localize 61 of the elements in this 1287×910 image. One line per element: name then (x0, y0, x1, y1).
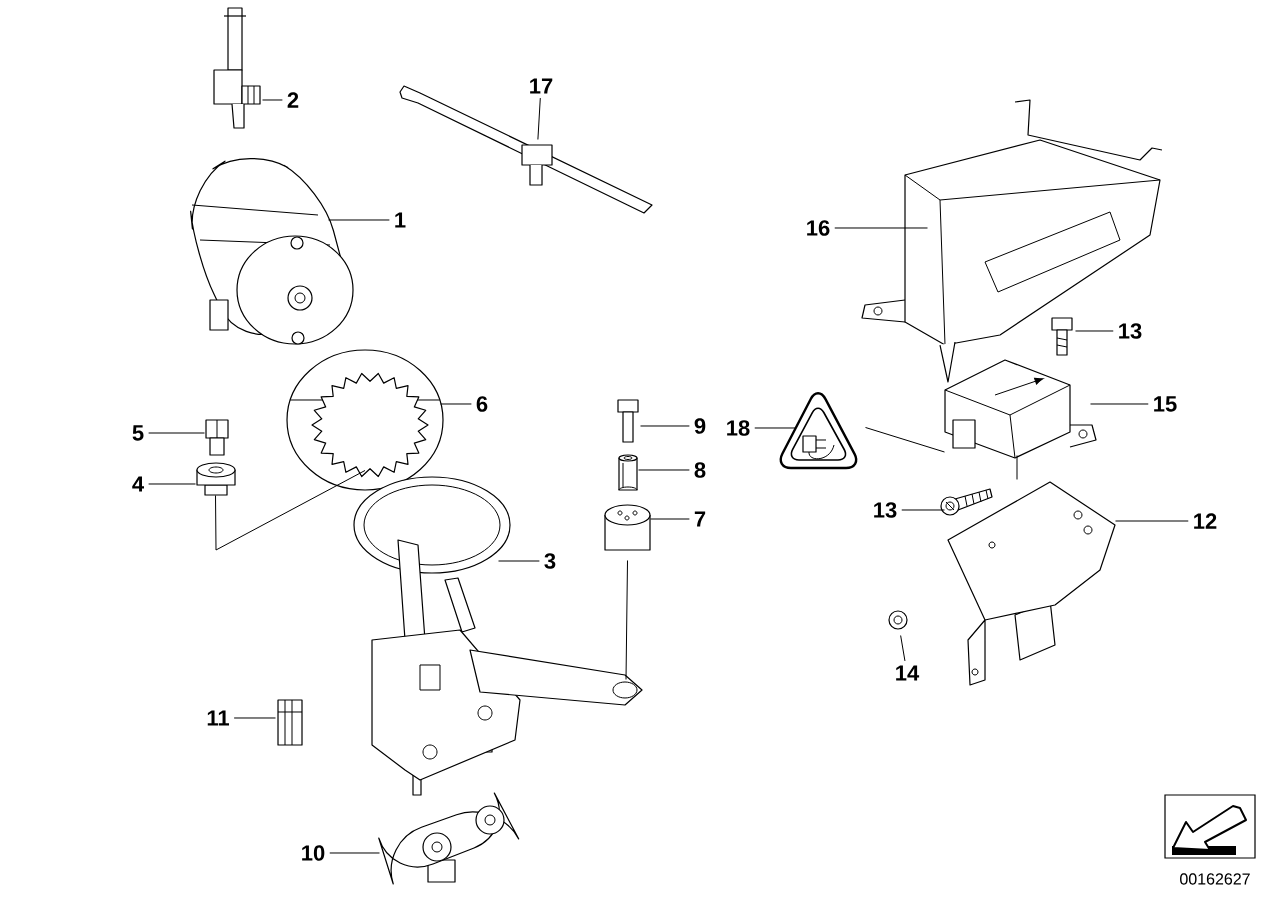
callout-number: 9 (694, 418, 706, 434)
assembly-line (625, 560, 628, 680)
leader-line (900, 635, 906, 662)
leader-line (1115, 520, 1189, 522)
callout-number: 12 (1194, 513, 1217, 529)
screw-drawing (940, 488, 993, 516)
callout-number: 7 (694, 511, 706, 527)
leader-line (233, 717, 276, 719)
leader-line (328, 219, 390, 221)
leader-line (498, 560, 540, 562)
motor-drawing (190, 158, 354, 345)
leader-line (640, 425, 690, 427)
leader-line (834, 227, 928, 229)
callout-number: 13 (874, 502, 897, 518)
callout-number: 3 (544, 553, 556, 569)
sensor-drawing (944, 359, 1097, 459)
gear-ring-drawing (286, 349, 444, 491)
bolt-drawing (205, 419, 229, 456)
grommet-drawing (196, 462, 236, 496)
nut-drawing (888, 610, 908, 630)
assembly-line (865, 427, 945, 453)
callout-number: 1 (395, 212, 406, 228)
callout-number: 5 (132, 425, 144, 441)
callout-number: 6 (476, 396, 488, 412)
leader-line (1090, 403, 1149, 405)
callout-number: 8 (694, 462, 706, 478)
callout-number: 13 (1119, 323, 1142, 339)
leader-line (901, 509, 945, 511)
hose-fitting-drawing (213, 7, 261, 129)
callout-number: 18 (727, 420, 750, 436)
leader-line (537, 97, 541, 140)
screw-drawing (1051, 317, 1073, 356)
rubber-mount-drawing (604, 504, 651, 551)
leader-line (754, 427, 796, 429)
holder-bracket-drawing (371, 629, 643, 796)
sleeve-drawing (618, 454, 638, 491)
callout-number: 16 (807, 220, 830, 236)
control-unit-housing-drawing (861, 99, 1163, 383)
leader-line (262, 99, 283, 101)
callout-number: 14 (896, 665, 920, 681)
callout-number: 2 (287, 92, 299, 108)
assembly-line (1016, 455, 1018, 480)
part-number: 00162627 (1180, 873, 1250, 885)
leader-line (329, 852, 380, 854)
bracket-drawing (947, 481, 1116, 686)
leader-line (638, 469, 690, 471)
callout-number: 10 (302, 845, 325, 861)
assembly-line (215, 470, 366, 551)
callout-number: 11 (207, 710, 229, 726)
mounting-base-drawing (378, 792, 520, 885)
clip-drawing (277, 699, 303, 746)
leader-line (1075, 330, 1114, 332)
callout-number: 15 (1154, 396, 1177, 412)
warning-label-drawing (779, 392, 858, 470)
bolt-drawing (617, 399, 639, 443)
callout-number: 4 (132, 476, 144, 492)
leader-line (650, 518, 690, 520)
callout-number: 17 (530, 78, 553, 94)
leader-line (148, 483, 196, 485)
leader-line (148, 432, 205, 434)
leader-line (440, 403, 472, 405)
